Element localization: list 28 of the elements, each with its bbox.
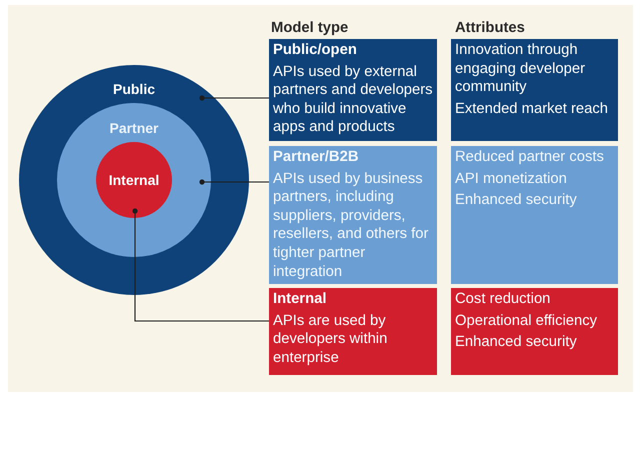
box-heading: Partner/B2B (273, 148, 360, 167)
box-text: Enhanced security (455, 191, 578, 210)
box-text: Enhanced security (455, 333, 578, 352)
model-type-box (269, 288, 437, 375)
ring-label: Public (113, 81, 155, 97)
attributes-box (451, 39, 618, 141)
ring-label: Internal (108, 172, 160, 188)
column-header: Model type (271, 19, 348, 37)
box-text: APIs used by external partners and developers who build innovative apps and products (273, 62, 433, 137)
column-header: Attributes (455, 19, 525, 37)
attributes-box (451, 146, 618, 284)
box-text: Innovation through engaging developer community (455, 41, 586, 97)
box-text: Operational efficiency (455, 312, 598, 330)
box-text: Cost reduction (455, 290, 552, 309)
model-type-box (269, 39, 437, 141)
box-text: API monetization (455, 170, 568, 188)
box-text: Reduced partner costs (455, 148, 605, 167)
leader-line (199, 95, 269, 101)
ring-label: Partner (109, 120, 159, 136)
box-heading: Public/open (273, 41, 358, 60)
box-heading: Internal (273, 290, 328, 309)
leader-line (132, 208, 269, 322)
box-text: APIs are used by developers within enterprise (273, 312, 388, 368)
model-type-box (269, 146, 437, 284)
leader-line (199, 179, 269, 185)
box-text: Extended market reach (455, 100, 609, 118)
attributes-box (451, 288, 618, 375)
box-text: APIs used by business partners, including suppliers, providers, resellers, and others for tighter partner integration (273, 170, 430, 282)
